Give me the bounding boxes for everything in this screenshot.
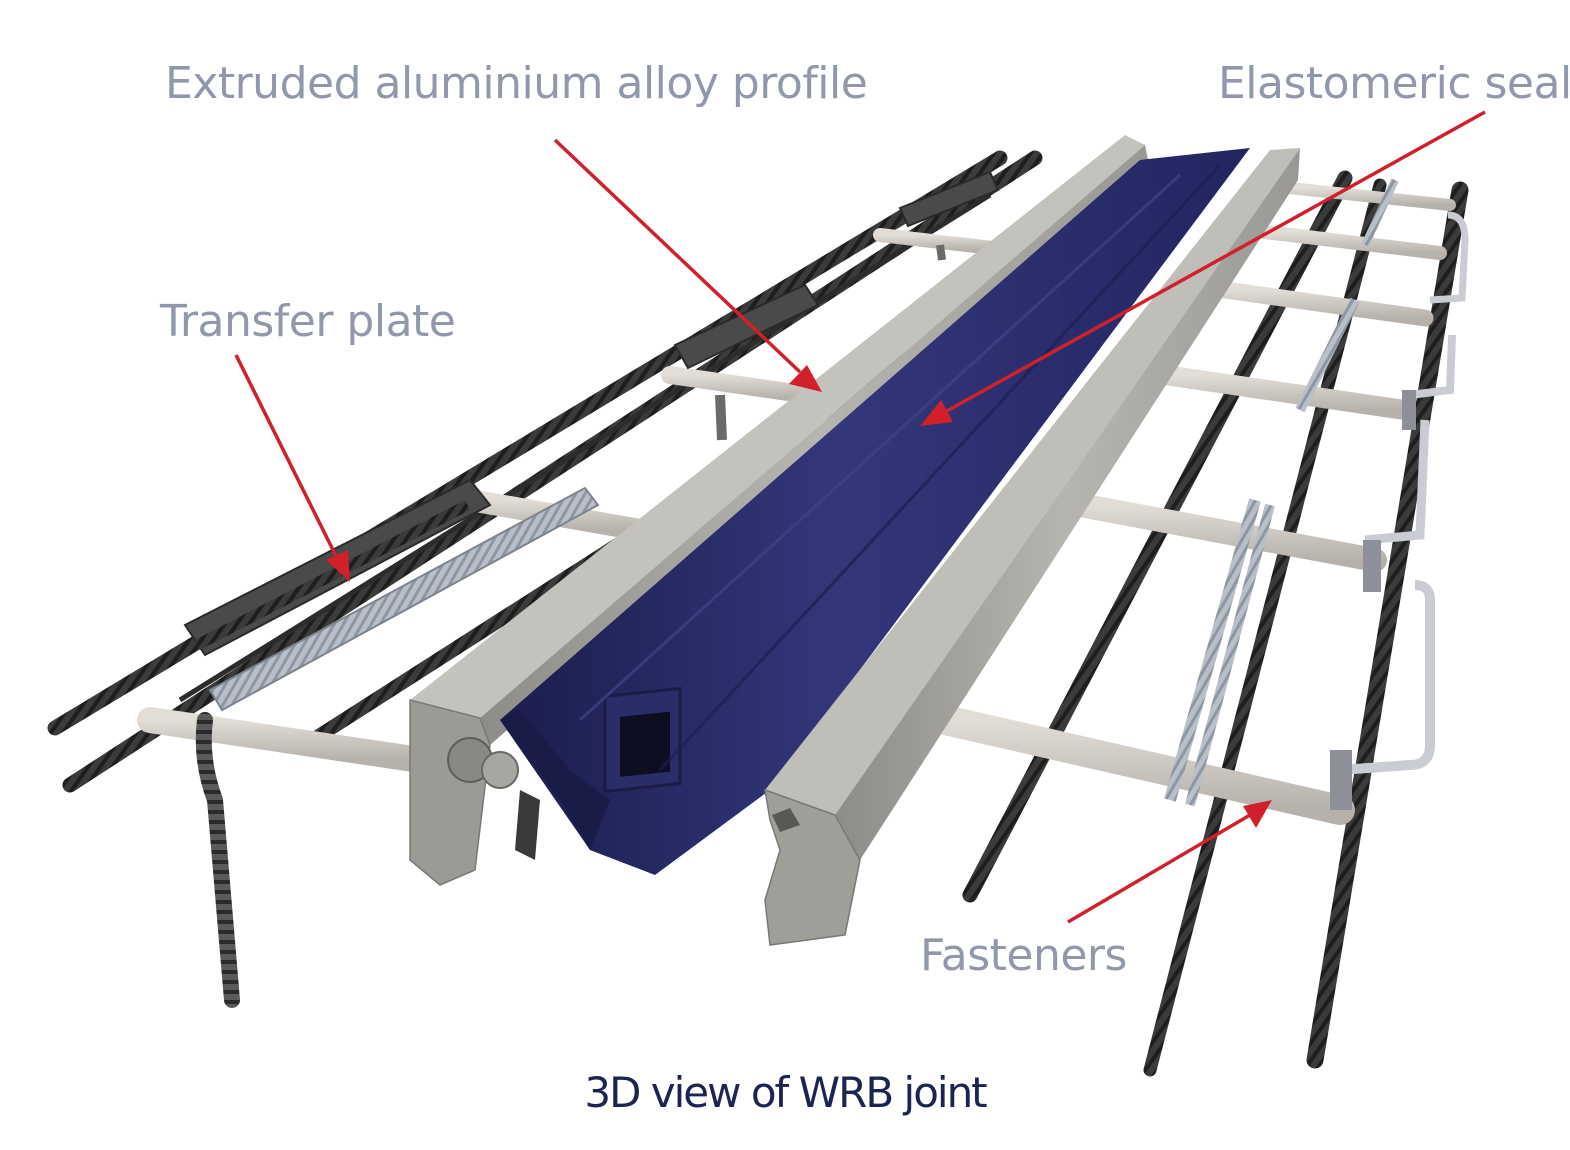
left-stirrups [195, 244, 946, 1008]
figure-caption: 3D view of WRB joint [584, 1068, 987, 1117]
label-fasteners: Fasteners [920, 930, 1127, 981]
transfer-plate-arrowhead [326, 550, 350, 582]
elastomeric-seal [500, 148, 1250, 875]
right-anchor-bars [930, 182, 1456, 825]
profile-arrowhead [789, 365, 822, 392]
fasteners-arrowhead [1243, 800, 1272, 828]
label-transfer-plate: Transfer plate [160, 296, 456, 347]
label-aluminium-profile: Extruded aluminium alloy profile [165, 58, 868, 109]
seal-arrowhead [920, 400, 953, 426]
fasteners-arrow-line [1067, 813, 1251, 924]
left-transfer-plates [183, 170, 1000, 712]
leader-arrows [234, 110, 1486, 924]
seal-arrow-line [944, 110, 1486, 414]
label-elastomeric-seal: Elastomeric seal [1218, 58, 1570, 109]
transfer-plate-arrow-line [234, 354, 339, 559]
profile-arrow-line [553, 138, 802, 374]
right-aluminium-profile [764, 148, 1300, 946]
right-fasteners [1164, 178, 1469, 810]
